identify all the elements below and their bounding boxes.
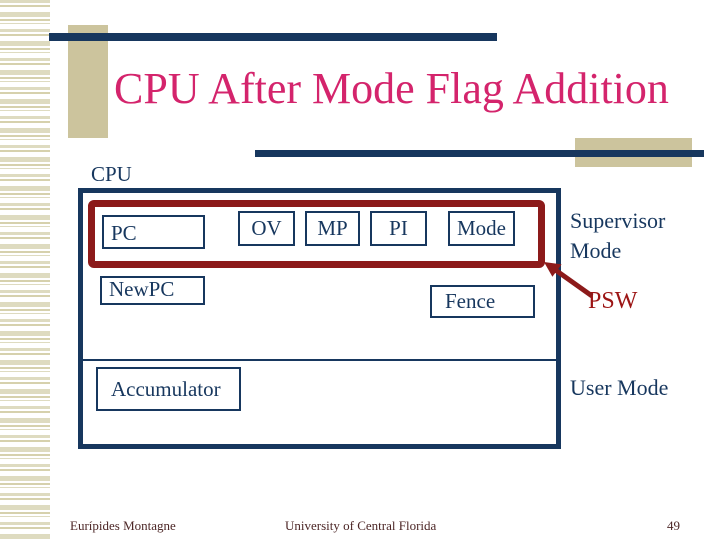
navy-accent-bar-top [49, 33, 497, 41]
register-accumulator: Accumulator [96, 367, 241, 411]
register-fence: Fence [430, 285, 535, 318]
supervisor-mode-label: Supervisor Mode [570, 208, 666, 263]
cpu-box [78, 188, 561, 449]
user-mode-label: User Mode [570, 375, 669, 400]
psw-highlight-frame [88, 200, 545, 268]
tan-accent-block-top [68, 25, 108, 138]
flag-pi: PI [370, 211, 427, 246]
psw-arrow-icon [544, 262, 594, 299]
cpu-box-label: CPU [91, 162, 132, 186]
flag-mp: MP [305, 211, 360, 246]
psw-label: PSW [588, 288, 638, 314]
left-stripe-pattern [0, 0, 50, 540]
footer-page-number: 49 [667, 518, 680, 533]
register-newpc: NewPC [100, 276, 205, 305]
navy-accent-bar-middle [255, 150, 704, 157]
cpu-box-divider [83, 359, 556, 361]
footer-author: Eurípides Montagne [70, 518, 176, 533]
flag-ov: OV [238, 211, 295, 246]
flag-mode: Mode [448, 211, 515, 246]
register-pc: PC [102, 215, 205, 249]
slide-title: CPU After Mode Flag Addition [114, 64, 669, 113]
footer-institution: University of Central Florida [285, 518, 437, 533]
